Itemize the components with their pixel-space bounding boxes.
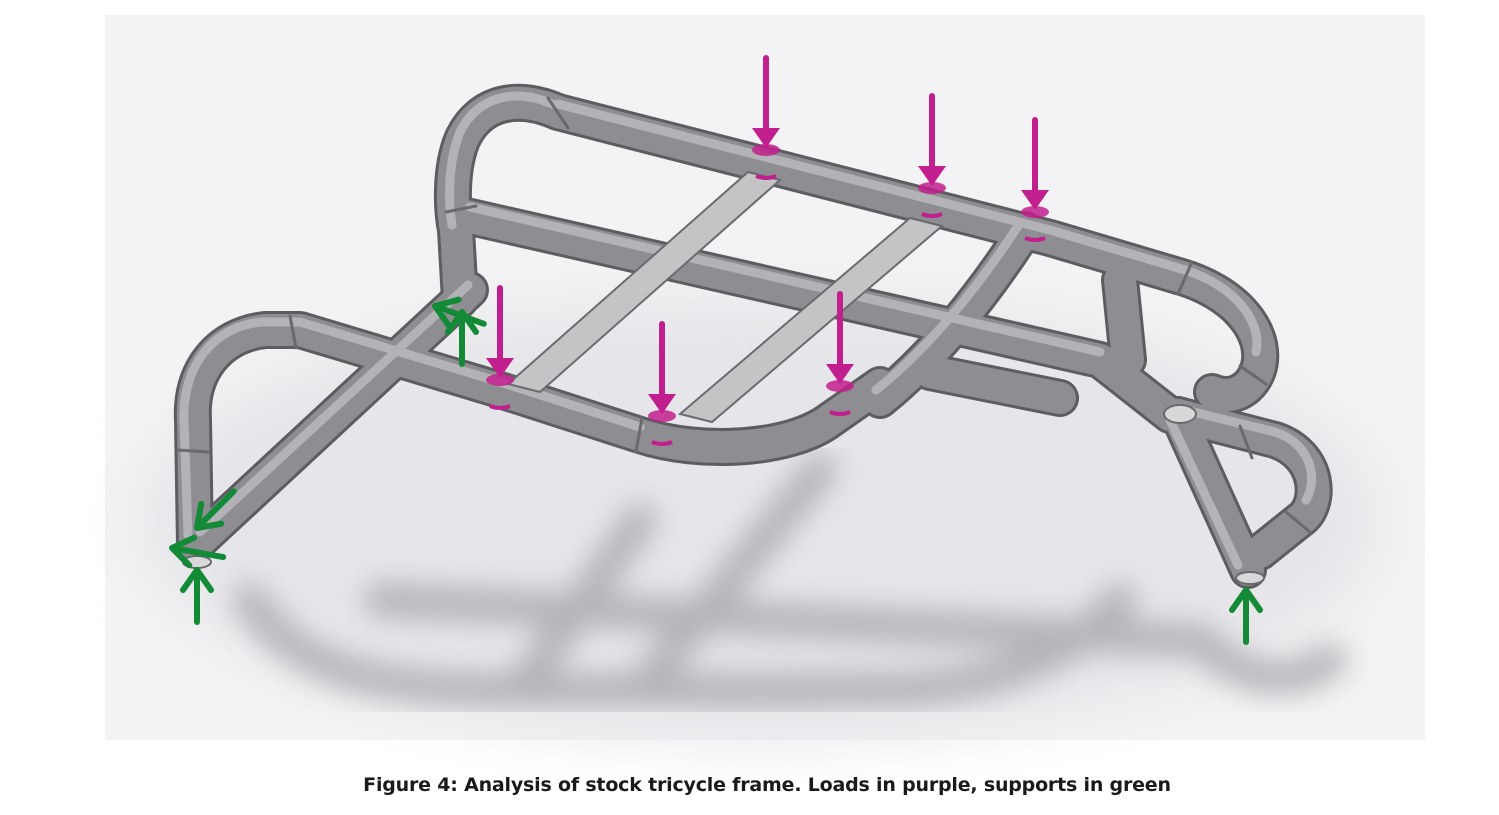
load-arrow-icon [648, 321, 676, 446]
support-arrows [169, 296, 1263, 645]
figure-caption: Figure 4: Analysis of stock tricycle fra… [363, 774, 1171, 796]
load-arrow-icon [826, 291, 854, 416]
load-arrow-icon [1021, 117, 1049, 242]
support-arrow-icon [169, 534, 227, 569]
support-arrow-icon [445, 309, 479, 367]
floor-shadow [233, 453, 1347, 707]
cross-slats [505, 170, 945, 424]
load-arrow-icon [752, 55, 780, 180]
support-arrow-icon [180, 567, 214, 625]
tube-ends [182, 404, 1265, 585]
support-arrow-icon [194, 488, 237, 531]
load-arrow-icon [486, 285, 514, 410]
load-arrow-icon [918, 93, 946, 218]
support-arrow-icon [1229, 587, 1263, 645]
load-arrows [486, 55, 1049, 446]
